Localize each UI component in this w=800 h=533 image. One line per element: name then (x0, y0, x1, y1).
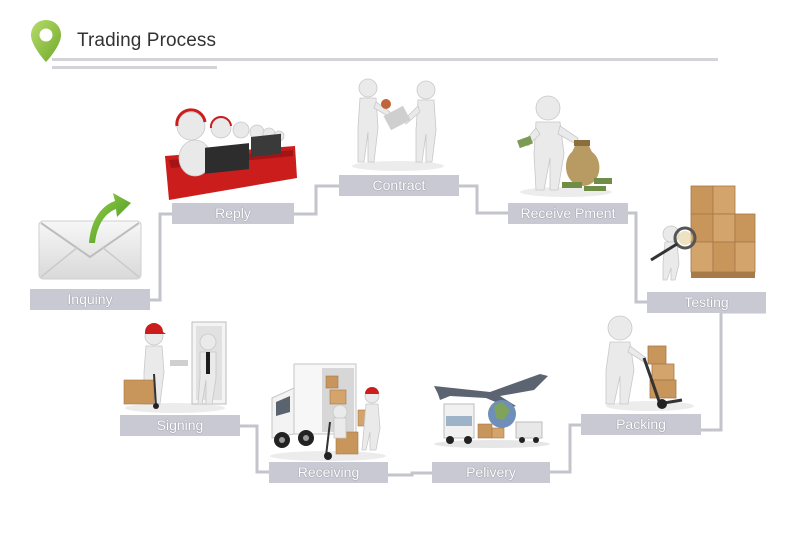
step-label-contract: Contract (339, 175, 459, 196)
step-label-signing: Signing (120, 415, 240, 436)
step-label-testing: Testing (647, 292, 766, 313)
step-label-reply: Reply (172, 203, 294, 224)
step-label-receiving: Receiving (269, 462, 388, 483)
step-label-inquiry: Inquiny (30, 289, 150, 310)
hand-truck-icon (605, 315, 694, 411)
page-title: Trading Process (77, 30, 217, 51)
header-divider (52, 58, 718, 61)
door-signing-icon (123, 321, 227, 413)
money-bag-icon (517, 95, 612, 197)
step-label-delivery: Pelivery (432, 462, 550, 483)
magnifier-boxes-icon (650, 185, 756, 281)
call-center-icon (165, 108, 297, 200)
envelope-arrow-icon (38, 193, 142, 280)
delivery-van-icon (270, 363, 386, 461)
location-pin-icon (31, 20, 61, 62)
step-label-packing: Packing (581, 414, 701, 435)
header-divider-short (52, 66, 217, 69)
handshake-contract-icon (352, 78, 444, 171)
airplane-truck-icon (434, 374, 550, 448)
step-label-receive-payment: Receive Pment (508, 203, 628, 224)
